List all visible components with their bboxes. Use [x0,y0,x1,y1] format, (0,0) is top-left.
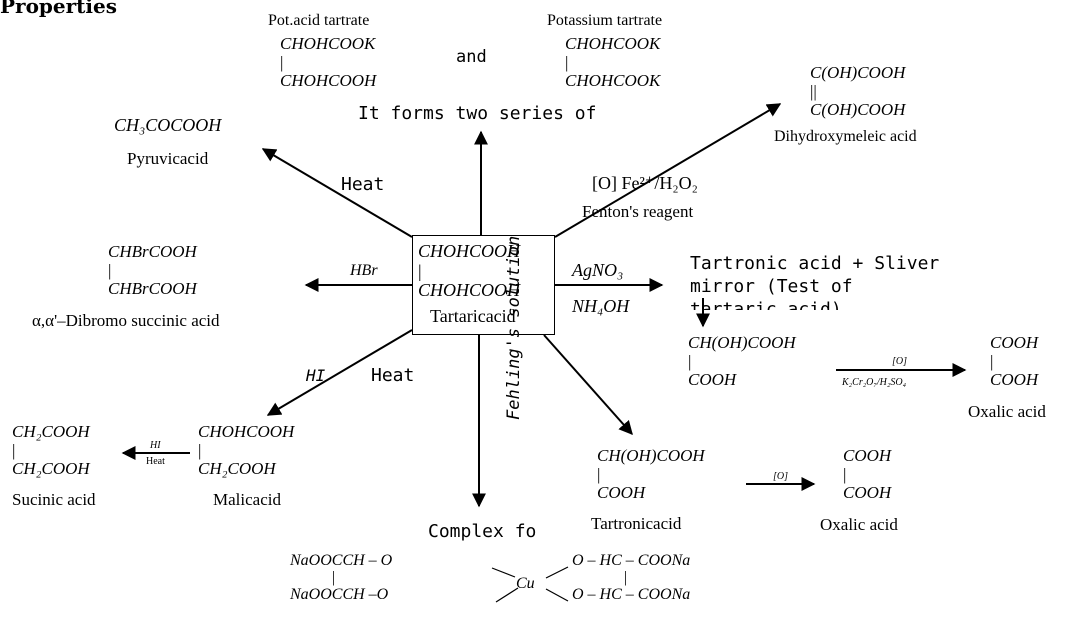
dihydroxymeleic-name: Dihydroxymeleic acid [774,128,917,145]
and-label: and [456,47,487,67]
complex-bond-upper-left [491,567,516,578]
arrow-to-dihydroxymeleic [554,103,782,238]
dichromate-condition: K₂Cr₂O₇/H₂SO₄ [842,377,907,388]
complex-formation-label: Complex formation [428,522,538,542]
fehling-solution-label: Fehling's solution [504,235,524,420]
page-title: Properties [0,0,117,18]
dibromo-formula: CHBrCOOH | CHBrCOOH [108,242,197,298]
copper-center: Cu [516,575,535,592]
tartronic-lower-formula: CH(OH)COOH | COOH [597,446,705,502]
potassium-tartrate-formula: CHOHCOOK | CHOHCOOK [565,34,661,90]
complex-bond-lower-right [545,588,569,602]
malic-acid-formula: CHOHCOOH | CH₂COOH [198,422,295,478]
tartaric-acid-box [412,235,555,335]
pot-acid-tartrate-name: Pot.acid tartrate [268,12,370,29]
oxalic-lower-formula: COOH | COOH [843,446,892,502]
succinic-acid-formula: CH₂COOH | CH₂COOH [12,422,90,478]
potassium-tartrate-name: Potassium tartrate [547,12,663,29]
oxalic-lower-name: Oxalic acid [820,515,898,534]
fenton-reagent-name: Fenton's reagent [582,202,694,221]
pyruvic-acid-name: Pyruvicacid [127,149,209,168]
hi-condition: HI [306,366,326,385]
tartaric-acid-formula: CHOHCOOH | CHOHCOOH [418,241,521,300]
pyruvic-condition: Heat [341,174,385,195]
arrow-to-tartronic-lower [543,334,633,436]
succinic-hi-condition: HI [150,440,161,451]
succinic-heat-condition: Heat [146,456,165,467]
tartronic-upper-formula: CH(OH)COOH | COOH [688,333,796,389]
oxalic-upper-name: Oxalic acid [968,402,1046,421]
dihydroxymeleic-formula: C(OH)COOH || C(OH)COOH [810,63,906,119]
upper-oxidation-condition: [O] [892,356,908,367]
oxalic-upper-formula: COOH | COOH [990,333,1039,389]
agno3-reagent: AgNO₃ [572,260,624,280]
complex-right-formula: O – HC – COONa | O – HC – COONa [572,552,691,604]
arrow-to-malic [266,329,413,416]
tartronic-lower-name: Tartronicacid [591,514,682,533]
malic-acid-name: Malicacid [213,490,281,509]
tartaric-acid-name: Tartaricacid [430,306,516,326]
nh4oh-reagent: NH₄OH [572,296,630,316]
hbr-condition: HBr [350,262,378,279]
arrow-to-pyruvic [261,148,413,238]
fenton-condition: [O] Fe²⁺/H₂O₂ [592,173,698,193]
complex-bond-upper-right [545,566,569,579]
dibromo-name: α,α'–Dibromo succinic acid [32,311,220,330]
silver-mirror-product: Tartronic acid + Sliver mirror (Test of … [690,253,940,310]
complex-left-formula: NaOOCCH – O | NaOOCCH –O [290,552,393,604]
succinic-acid-name: Sucinic acid [12,490,96,509]
series-label: It forms two series of [358,103,597,124]
pyruvic-acid-formula: CH₃COCOOH [114,115,222,135]
malic-heat-condition: Heat [371,365,415,386]
pot-acid-tartrate-formula: CHOHCOOK | CHOHCOOH [280,34,377,90]
lower-oxidation-condition: [O] [773,471,789,482]
complex-bond-lower-left [495,587,519,603]
